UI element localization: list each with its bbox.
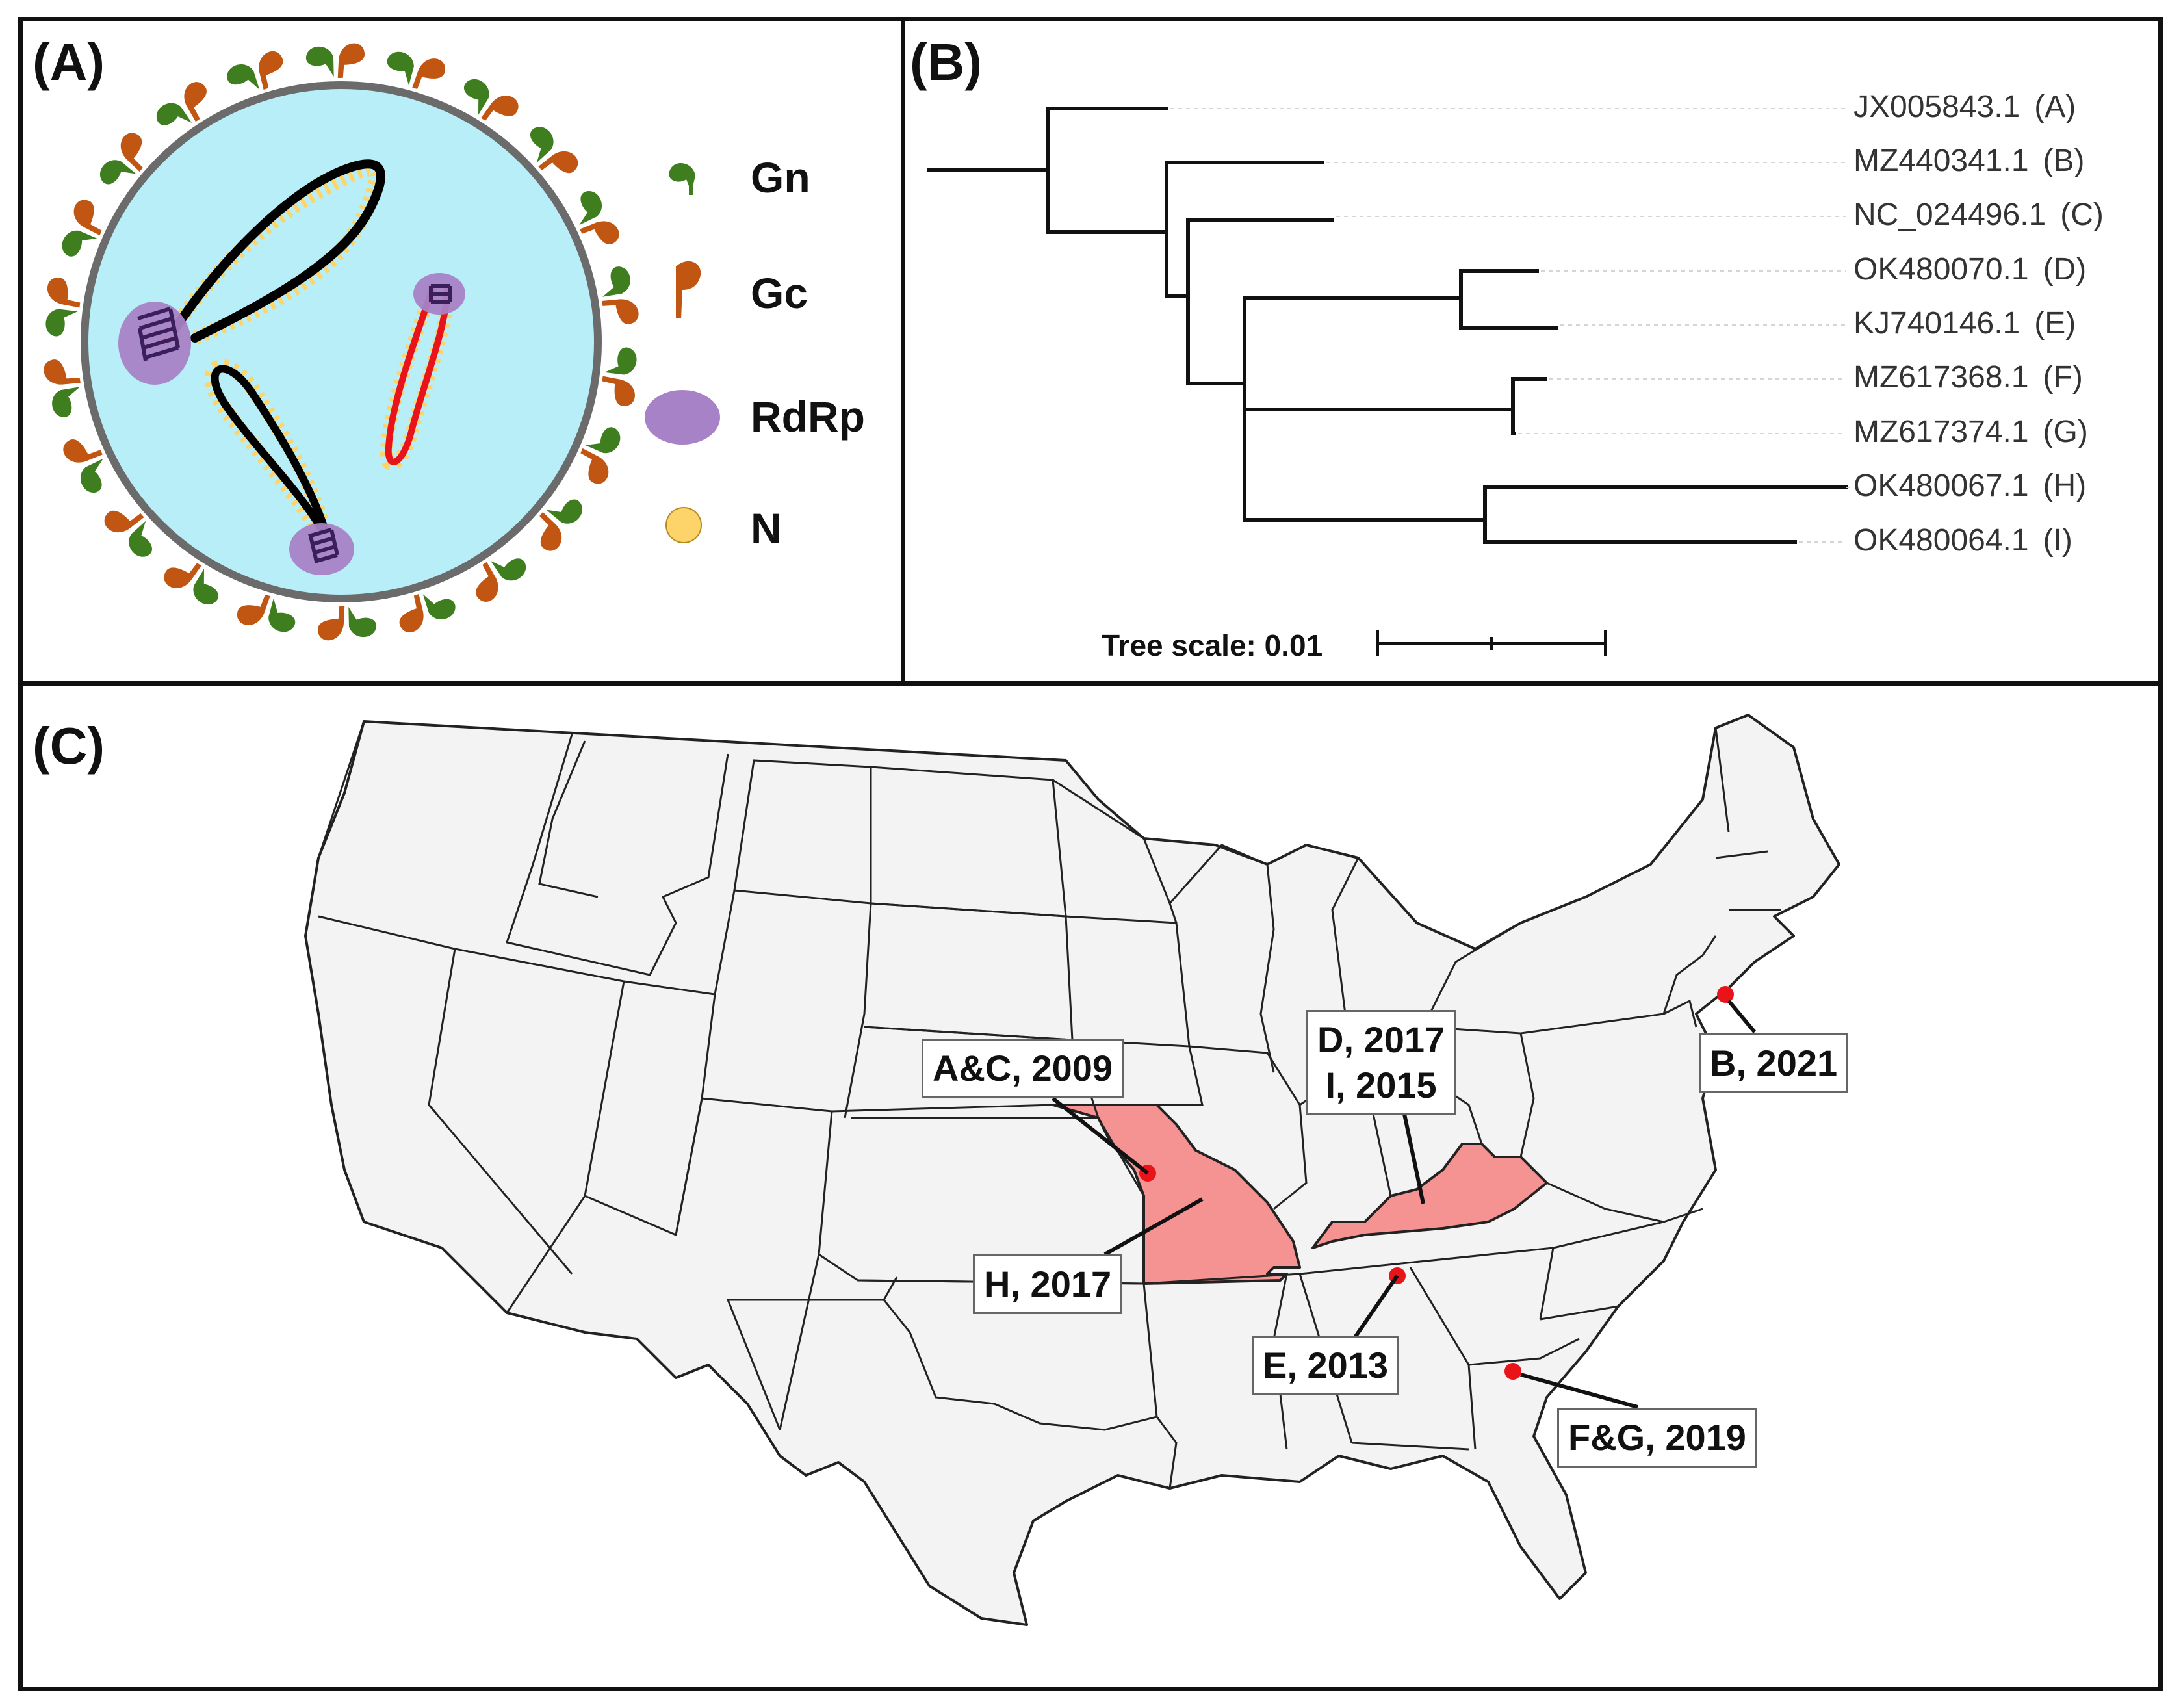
tree-leaf-label: MZ617374.1 (G) [1853, 417, 2088, 448]
callout-line: D, 2017 [1317, 1019, 1445, 1060]
glycoprotein-spike [399, 594, 456, 632]
callout-fg: F&G, 2019 [1557, 1408, 1757, 1468]
glycoprotein-spike [104, 510, 152, 557]
tree-scale-bar [1376, 630, 1607, 656]
glycoprotein-spike [45, 278, 81, 337]
figure-frame [18, 17, 2163, 1691]
tree-leaf-tag: (C) [2060, 198, 2104, 232]
panel-divider-vertical [901, 17, 905, 684]
glycoprotein-spikes [44, 43, 639, 641]
callout-line: I, 2015 [1325, 1065, 1437, 1106]
tree-leaf-accession: OK480070.1 [1853, 252, 2029, 287]
tree-leaf-accession: MZ440341.1 [1853, 144, 2029, 178]
tree-leaf-tag: (F) [2043, 360, 2083, 395]
glycoprotein-spike [62, 200, 102, 257]
legend-label-n: N [751, 504, 782, 552]
callout-leader [1347, 1275, 1399, 1348]
tree-leaf-label: KJ740146.1 (E) [1853, 308, 2076, 339]
tree-leaf-accession: OK480067.1 [1853, 469, 2029, 503]
panel-b-letter: (B) [910, 33, 983, 91]
segment-small [380, 284, 455, 471]
glycoprotein-spike [305, 43, 365, 79]
callout-leader [1052, 1096, 1149, 1175]
glycoprotein-spike [63, 439, 103, 493]
kentucky-state [1311, 1143, 1548, 1249]
gc-legend-icon [676, 261, 701, 318]
glycoprotein-spike [156, 82, 207, 125]
tree-leaf-accession: MZ617374.1 [1853, 415, 2029, 449]
tree-leaf-accession: KJ740146.1 [1853, 306, 2020, 341]
us-outline [304, 714, 1840, 1626]
glycoprotein-spike [227, 51, 283, 90]
n-legend-icon [665, 507, 702, 543]
site-dot [1504, 1363, 1521, 1380]
panel-divider-horizontal [18, 681, 2163, 686]
glycoprotein-spike [318, 605, 377, 641]
rdrp-legend-icon [645, 390, 720, 445]
panel-a-letter: (A) [32, 33, 105, 91]
callout-leader [1103, 1197, 1204, 1256]
callout-line: E, 2013 [1263, 1345, 1389, 1386]
tree-leaf-label: OK480064.1 (I) [1853, 525, 2072, 556]
tree-leaf-tag: (E) [2034, 306, 2076, 341]
callout-leader [1400, 1104, 1425, 1204]
glycoprotein-spike [476, 558, 526, 602]
tree-leaf-label: MZ440341.1 (B) [1853, 146, 2085, 177]
gn-legend-icon [669, 163, 695, 195]
tree-leaf-accession: JX005843.1 [1853, 90, 2020, 124]
callout-line: A&C, 2009 [933, 1048, 1113, 1089]
virion-envelope [81, 81, 602, 602]
glycoprotein-spike [387, 51, 445, 90]
glycoprotein-spike [164, 563, 219, 605]
segment-medium [204, 359, 332, 537]
callout-h: H, 2017 [973, 1254, 1123, 1314]
legend-label-gn: Gn [751, 153, 810, 201]
callout-line: F&G, 2019 [1568, 1417, 1746, 1458]
legend-label-gc: Gc [751, 269, 808, 317]
callout-leader [1727, 1000, 1757, 1033]
tree-leaf-tag: (G) [2043, 415, 2088, 449]
glycoprotein-spike [237, 594, 296, 632]
tree-leaf-tag: (A) [2034, 90, 2076, 124]
tree-leaf-label: JX005843.1 (A) [1853, 92, 2076, 123]
tree-scale-label: Tree scale: 0.01 [1102, 628, 1323, 662]
tree-leaf-tag: (D) [2043, 252, 2087, 287]
glycoprotein-spike [539, 499, 583, 551]
legend-label-rdrp: RdRp [751, 393, 865, 441]
tree-leaf-tag: (I) [2043, 523, 2072, 558]
tree-leaf-accession: MZ617368.1 [1853, 360, 2029, 395]
tree-leaf-label: MZ617368.1 (F) [1853, 362, 2083, 393]
callout-e: E, 2013 [1252, 1336, 1400, 1395]
callout-line: B, 2021 [1710, 1042, 1838, 1083]
callout-leaders [1052, 1000, 1757, 1409]
callout-di: D, 2017 I, 2015 [1306, 1010, 1456, 1115]
panel-c-letter: (C) [32, 717, 105, 775]
missouri-state [1052, 1104, 1301, 1285]
tree-leaf-tag: (H) [2043, 469, 2087, 503]
tree-leaf-label: OK480070.1 (D) [1853, 254, 2086, 285]
tree-leaf-accession: NC_024496.1 [1853, 198, 2046, 232]
glycoprotein-spike [463, 79, 519, 121]
glycoprotein-spike [44, 359, 81, 417]
glycoprotein-spike [602, 266, 639, 324]
glycoprotein-spike [580, 427, 621, 484]
glycoprotein-spike [602, 347, 637, 406]
tree-leaf-accession: OK480064.1 [1853, 523, 2029, 558]
tree-leaf-label: OK480067.1 (H) [1853, 471, 2086, 502]
callout-leader [1520, 1373, 1638, 1409]
callout-b: B, 2021 [1699, 1033, 1849, 1093]
site-dot [1717, 986, 1734, 1003]
glycoprotein-spike [99, 133, 143, 185]
tree-leaf-tag: (B) [2043, 144, 2085, 178]
segment-large [156, 159, 385, 345]
callout-line: H, 2017 [984, 1263, 1112, 1304]
callout-ac: A&C, 2009 [922, 1039, 1124, 1098]
glycoprotein-spike [530, 127, 578, 174]
glycoprotein-spike [579, 191, 619, 244]
tree-leaf-label: NC_024496.1 (C) [1853, 200, 2104, 231]
